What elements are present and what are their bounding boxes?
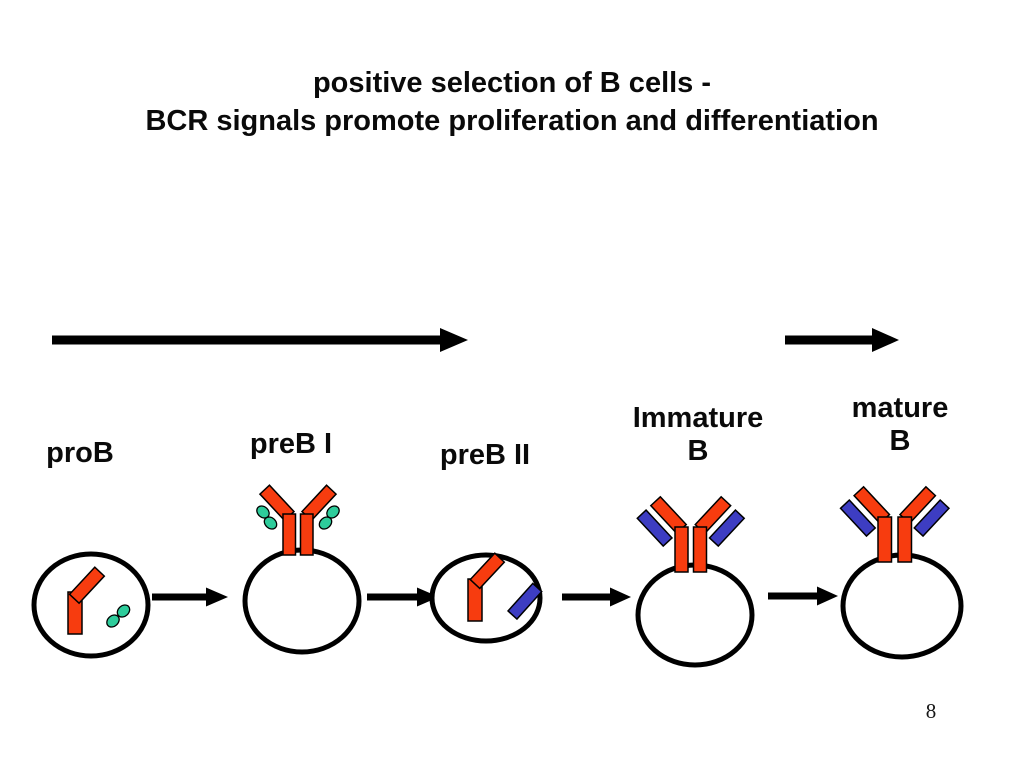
cell-membrane bbox=[242, 547, 362, 655]
slide-title: positive selection of B cells - BCR sign… bbox=[0, 64, 1024, 140]
pre-bcr-receptor bbox=[256, 484, 340, 556]
light-chain bbox=[506, 582, 543, 621]
stage-immature-B-graphic bbox=[635, 495, 755, 668]
cell-membrane bbox=[840, 552, 964, 660]
heavy-chain bbox=[67, 566, 106, 635]
stage-label-mature-B: mature B bbox=[851, 392, 949, 457]
arrow-head bbox=[440, 328, 468, 352]
surrogate-light-chain-oval bbox=[263, 516, 278, 530]
light-chain bbox=[636, 509, 674, 548]
slide-title-line-2: BCR signals promote proliferation and di… bbox=[145, 105, 879, 137]
arrow-head bbox=[610, 587, 631, 607]
transition-arrow-1 bbox=[152, 587, 228, 607]
slide-title-line-1: positive selection of B cells - bbox=[312, 67, 712, 99]
heavy-chain-stem bbox=[674, 526, 689, 573]
transition-arrow-2 bbox=[367, 587, 439, 607]
stage-label-immature-B: Immature B bbox=[632, 402, 764, 467]
cell-membrane bbox=[429, 552, 543, 644]
page-number: 8 bbox=[925, 699, 937, 723]
heavy-chain-stem bbox=[877, 516, 893, 563]
light-chain bbox=[913, 499, 951, 538]
arrow-head bbox=[417, 587, 439, 607]
transition-arrow-3 bbox=[562, 587, 631, 607]
light-chain bbox=[839, 499, 877, 538]
stage-proB-graphic bbox=[31, 551, 151, 659]
timeline-arrow-long bbox=[52, 328, 468, 352]
surrogate-light-chain-oval bbox=[106, 614, 120, 628]
heavy-chain bbox=[467, 552, 506, 622]
bcr-receptor bbox=[636, 495, 746, 573]
heavy-chain-arm bbox=[68, 566, 106, 605]
surrogate-light-chain-oval bbox=[116, 604, 131, 618]
stage-label-proB: proB bbox=[46, 437, 114, 469]
stage-preB-I-graphic bbox=[242, 484, 362, 655]
stage-preB-II-graphic bbox=[429, 552, 543, 644]
arrow-head bbox=[872, 328, 899, 352]
arrow-head bbox=[817, 586, 838, 606]
transition-arrow-4 bbox=[768, 586, 838, 606]
arrow-head bbox=[206, 587, 228, 607]
bcr-receptor bbox=[839, 485, 951, 563]
heavy-chain-stem bbox=[692, 526, 708, 573]
cell-membrane bbox=[635, 562, 755, 668]
light-chain bbox=[708, 509, 746, 548]
heavy-chain-stem bbox=[282, 513, 297, 556]
stage-label-preB-I: preB I bbox=[249, 428, 333, 460]
stage-label-preB-II: preB II bbox=[439, 439, 531, 471]
surrogate-light-chain bbox=[106, 604, 131, 628]
heavy-chain-stem bbox=[299, 513, 314, 556]
heavy-chain-stem bbox=[897, 516, 913, 563]
heavy-chain-arm bbox=[469, 552, 506, 590]
surrogate-light-chain-oval bbox=[318, 516, 333, 530]
stage-mature-B-graphic bbox=[839, 485, 964, 660]
cell-membrane bbox=[31, 551, 151, 659]
timeline-arrow-short bbox=[785, 328, 899, 352]
